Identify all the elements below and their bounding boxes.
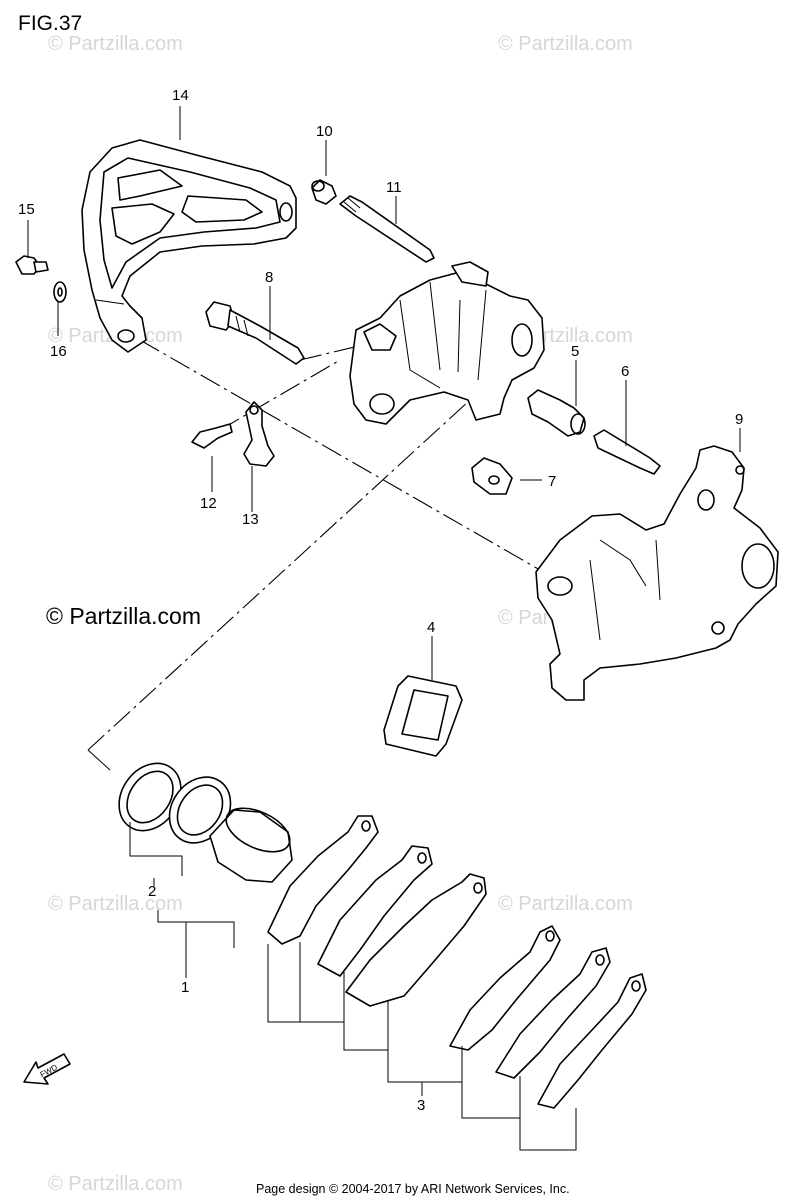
- callout-5: 5: [571, 343, 579, 360]
- callout-9: 9: [735, 411, 743, 428]
- watermark: © Partzilla.com: [48, 893, 183, 915]
- footer-copyright: Page design © 2004-2017 by ARI Network S…: [256, 1182, 570, 1196]
- callout-16: 16: [50, 343, 67, 360]
- clip-part-13: [243, 401, 275, 467]
- callout-1: 1: [181, 979, 189, 996]
- callout-13: 13: [242, 511, 259, 528]
- callout-7: 7: [548, 473, 556, 490]
- figure-title: FIG.37: [18, 12, 82, 35]
- group-brackets: [129, 822, 577, 1151]
- seals-part-2: [118, 762, 232, 844]
- watermark: © Partzilla.com: [498, 893, 633, 915]
- callout-leaders: [27, 106, 741, 978]
- brand-text: © Partzilla.com: [46, 603, 201, 629]
- pad-spring-part-4: [383, 675, 463, 757]
- callout-15: 15: [18, 201, 35, 218]
- brake-pads-part-3: [267, 815, 647, 1109]
- caliper-bracket-part-9: [535, 445, 779, 701]
- washer-part-16: [53, 281, 67, 303]
- callouts: 14 10 11 15 8 16 5 6 9 7 12 13 4 2 1 3: [18, 87, 743, 1114]
- sleeve-part-5: [527, 389, 586, 437]
- callout-14: 14: [172, 87, 189, 104]
- callout-4: 4: [427, 619, 435, 636]
- callout-8: 8: [265, 269, 273, 286]
- caliper-guard-part-14: [81, 139, 297, 353]
- pin-part-11: [339, 195, 435, 263]
- watermark: © Partzilla.com: [48, 1173, 183, 1195]
- cap-part-10: [311, 179, 337, 205]
- bleed-nut-part-7: [471, 457, 513, 495]
- piston-part-1: [209, 807, 293, 883]
- bolt-part-8: [205, 301, 305, 365]
- bolt-part-15: [15, 255, 49, 275]
- callout-6: 6: [621, 363, 629, 380]
- callout-2: 2: [148, 883, 156, 900]
- callout-10: 10: [316, 123, 333, 140]
- watermark: © Partzilla.com: [498, 33, 633, 55]
- pin-part-6: [593, 429, 661, 475]
- forward-arrow-icon: FWD: [23, 1053, 71, 1085]
- callout-11: 11: [386, 179, 402, 196]
- bleeder-part-12: [191, 423, 233, 449]
- watermark: © Partzilla.com: [48, 33, 183, 55]
- callout-3: 3: [417, 1097, 425, 1114]
- caliper-body: [349, 261, 545, 425]
- callout-12: 12: [200, 495, 217, 512]
